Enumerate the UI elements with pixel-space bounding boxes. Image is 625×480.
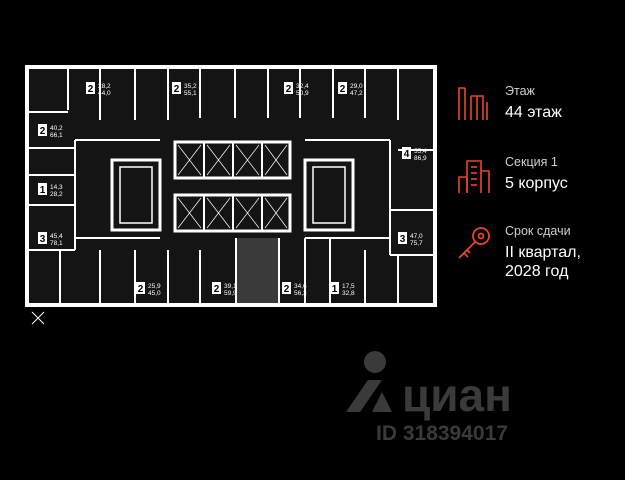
apartment-area: 14,3 bbox=[50, 184, 63, 191]
room-count: 2 bbox=[174, 84, 180, 95]
room-count: 3 bbox=[400, 234, 406, 245]
apartment-label[interactable]: 3 47,075,7 bbox=[398, 232, 423, 247]
apartment-label[interactable]: 2 40,266,1 bbox=[38, 124, 63, 139]
apartment-label[interactable]: 2 28,244,0 bbox=[86, 82, 111, 97]
apartment-total-area: 28,2 bbox=[50, 191, 63, 198]
apartment-label[interactable]: 2 25,945,0 bbox=[136, 282, 161, 297]
apartment-total-area: 50,9 bbox=[296, 90, 309, 97]
apartment-label[interactable]: 1 17,532,8 bbox=[330, 282, 355, 297]
section-label: Секция 1 bbox=[505, 155, 558, 169]
apartment-total-area: 56,3 bbox=[294, 290, 307, 297]
room-count: 2 bbox=[284, 284, 290, 295]
delivery-value-line1: II квартал, bbox=[505, 244, 581, 261]
apartment-area: 28,2 bbox=[98, 83, 111, 90]
apartment-total-area: 47,2 bbox=[350, 90, 363, 97]
watermark-brand: циан bbox=[402, 369, 512, 421]
floors-icon bbox=[458, 87, 488, 120]
apartment-label[interactable]: 2 29,047,2 bbox=[338, 82, 363, 97]
building-icon bbox=[458, 160, 490, 193]
room-count-badge bbox=[284, 82, 293, 94]
delivery-value-line2: 2028 год bbox=[505, 263, 569, 280]
apartment-total-area: 66,1 bbox=[50, 132, 63, 139]
key-icon bbox=[458, 227, 490, 259]
apartment-area: 29,0 bbox=[350, 83, 363, 90]
apartment-area: 34,6 bbox=[294, 283, 307, 290]
walls bbox=[29, 69, 433, 303]
room-count-badge bbox=[136, 282, 145, 294]
apartment-total-area: 55,1 bbox=[184, 90, 197, 97]
apartment-total-area: 44,0 bbox=[98, 90, 111, 97]
room-count: 2 bbox=[40, 126, 46, 137]
apartment-label[interactable]: 2 39,159,9 bbox=[212, 282, 237, 297]
room-count: 3 bbox=[40, 234, 46, 245]
apartment-label[interactable]: 1 14,328,2 bbox=[38, 183, 63, 198]
apartment-total-area: 59,9 bbox=[224, 290, 237, 297]
compass-icon bbox=[31, 311, 45, 325]
room-count-badge bbox=[338, 82, 347, 94]
room-count: 2 bbox=[286, 84, 292, 95]
room-count-badge bbox=[398, 232, 407, 244]
apartment-total-area: 86,9 bbox=[414, 155, 427, 162]
room-count: 2 bbox=[340, 84, 346, 95]
room-count: 1 bbox=[332, 284, 338, 295]
apartment-label[interactable]: 2 32,450,9 bbox=[284, 82, 309, 97]
apartment-total-area: 32,8 bbox=[342, 290, 355, 297]
watermark-id: ID 318394017 bbox=[376, 422, 508, 445]
delivery-label: Срок сдачи bbox=[505, 224, 571, 238]
apartment-area: 25,9 bbox=[148, 283, 161, 290]
apartment-total-area: 78,1 bbox=[50, 240, 63, 247]
apartment-total-area: 45,0 bbox=[148, 290, 161, 297]
apartment-area: 17,5 bbox=[342, 283, 355, 290]
apartment-label[interactable]: 2 35,255,1 bbox=[172, 82, 197, 97]
apartment-label[interactable]: 4 55,486,9 bbox=[402, 147, 427, 162]
room-count-badge bbox=[38, 183, 47, 195]
apartment-area: 40,2 bbox=[50, 125, 63, 132]
floor-label: Этаж bbox=[505, 84, 535, 98]
room-count: 4 bbox=[404, 149, 410, 160]
apartment-area: 55,4 bbox=[414, 148, 427, 155]
apartment-label[interactable]: 2 34,656,3 bbox=[282, 282, 307, 297]
apartment-area: 47,0 bbox=[410, 233, 423, 240]
room-count-badge bbox=[212, 282, 221, 294]
apartment-area: 32,4 bbox=[296, 83, 309, 90]
room-count-badge bbox=[172, 82, 181, 94]
lift-crosses bbox=[177, 144, 288, 229]
building-core bbox=[110, 140, 355, 233]
floor-value: 44 этаж bbox=[505, 104, 562, 121]
room-count: 2 bbox=[138, 284, 144, 295]
room-count: 2 bbox=[88, 84, 94, 95]
room-count-badge bbox=[282, 282, 291, 294]
building-outline bbox=[25, 65, 437, 307]
room-count: 2 bbox=[214, 284, 220, 295]
apartment-area: 45,4 bbox=[50, 233, 63, 240]
apartment-total-area: 75,7 bbox=[410, 240, 423, 247]
section-value: 5 корпус bbox=[505, 175, 568, 192]
room-count-badge bbox=[86, 82, 95, 94]
cian-logo-icon bbox=[346, 351, 392, 412]
room-count-badge bbox=[402, 147, 411, 159]
room-count: 1 bbox=[40, 185, 46, 196]
apartment-area: 39,1 bbox=[224, 283, 237, 290]
selected-apartment bbox=[236, 238, 279, 303]
apartment-label[interactable]: 3 45,478,1 bbox=[38, 232, 63, 247]
apartment-area: 35,2 bbox=[184, 83, 197, 90]
room-count-badge bbox=[38, 124, 47, 136]
room-count-badge bbox=[330, 282, 339, 294]
room-count-badge bbox=[38, 232, 47, 244]
